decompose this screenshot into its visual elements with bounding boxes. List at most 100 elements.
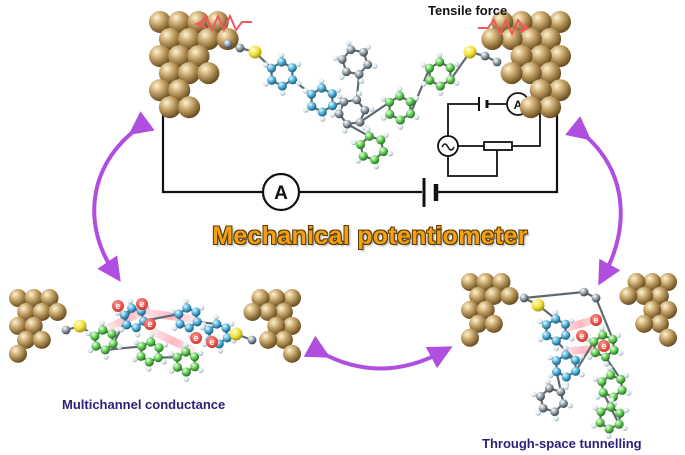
electron-dot [190,332,202,344]
atom [277,57,287,67]
atom [435,57,445,67]
atom [171,325,178,332]
atom [99,320,105,326]
atom [262,81,269,87]
gold-atom [149,11,171,33]
atom [145,366,152,372]
atom [358,151,368,161]
atom [154,343,164,353]
atom [144,357,154,367]
atom [538,403,548,413]
atom [355,139,366,150]
atom [531,298,545,312]
gold-atom [635,286,654,305]
gold-atom [40,289,59,307]
atom [131,356,138,363]
atom [397,124,404,130]
atom [201,341,208,348]
atom [492,57,502,67]
gold-atom [274,302,293,321]
atom [342,119,352,129]
atom [568,317,575,324]
atom [536,392,545,401]
atom [363,60,373,69]
atom [295,80,302,86]
atom [380,115,387,121]
gold-atom [643,300,662,319]
gold-atom [178,96,201,119]
atom [570,355,580,365]
atom [405,109,416,119]
gold-atom [17,302,36,321]
arrow-top-left [92,111,155,282]
atom [371,63,378,69]
atom [609,345,619,355]
atom [551,336,561,346]
gold-atom [24,289,43,307]
gold-atom [259,302,278,321]
gold-atom [627,273,646,291]
gold-atom [469,314,488,333]
atom [73,319,87,333]
atom [100,345,110,355]
multichannel-conductance-label: Multichannel conductance [62,397,226,412]
gold-atom [461,328,479,347]
atom [192,317,202,327]
atom [578,353,585,360]
gold-atom [529,11,552,33]
atom [596,407,606,417]
atom [327,89,337,99]
gold-atom [461,300,479,319]
atom [118,326,125,333]
atom [544,383,554,393]
atom [229,327,243,341]
atom [199,324,206,331]
atom [445,63,455,73]
atom [133,339,139,346]
gold-atom [267,289,286,307]
atom [376,135,386,145]
atom [413,114,420,120]
atom [337,55,347,64]
electron-icon: e [112,300,124,312]
atom [435,81,445,91]
atom [221,323,231,333]
atom [317,83,327,93]
atom [380,96,387,102]
atom [91,341,101,351]
gold-atom [149,79,171,102]
ammeter-inset-label: A [514,98,523,112]
gold-atom [484,286,503,305]
gold-atom [149,45,171,68]
electron-symbol: e [147,319,152,329]
gold-atom [32,330,51,349]
atom [547,372,554,379]
atom [319,116,326,122]
atom [339,97,349,107]
atom [622,425,628,431]
gold-atom [529,45,552,68]
atom [318,78,325,84]
atom [606,402,616,412]
atom [172,352,182,362]
electron-icon: e [576,330,588,342]
ammeter-main-label: A [274,183,288,204]
gold-atom [168,45,191,68]
atom [625,390,632,396]
atom [603,361,610,367]
electron-dot [576,330,588,342]
electron-icon: e [136,298,148,310]
atom [568,335,575,342]
atom [617,385,627,395]
atom [107,329,117,339]
atom [608,397,615,403]
gold-atom [643,273,662,291]
atom [385,109,395,119]
tensile-force-left-icon [194,13,252,33]
atom [597,377,607,387]
atom [586,354,593,360]
gold-electrode-layer [9,11,677,363]
atom [212,319,222,329]
atom [551,314,561,324]
